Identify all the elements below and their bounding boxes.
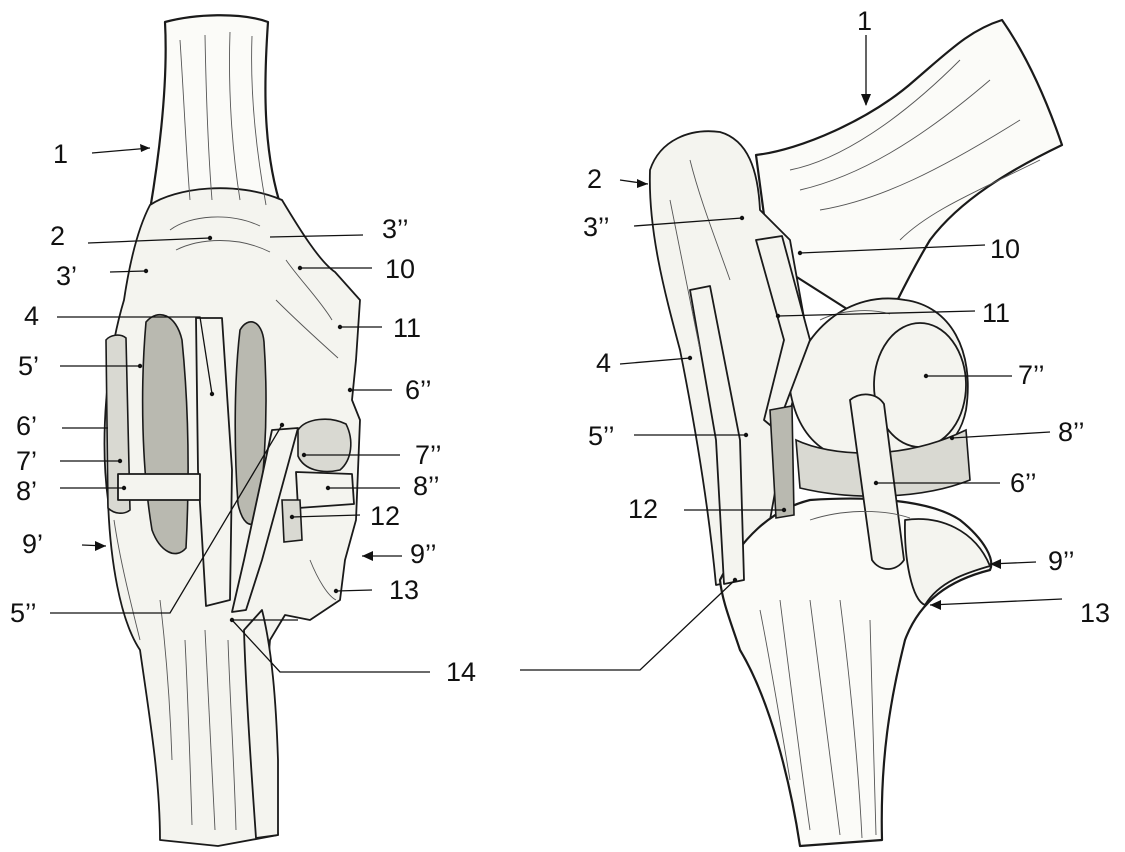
label-12: 12 bbox=[370, 501, 400, 531]
label-8-prime: 8’ bbox=[16, 476, 37, 506]
label-11: 11 bbox=[982, 298, 1010, 328]
label-7-double-prime: 7’’ bbox=[415, 440, 442, 470]
label-9-double-prime: 9’’ bbox=[410, 539, 437, 569]
label-8-double-prime: 8’’ bbox=[1058, 417, 1085, 447]
label-2: 2 bbox=[50, 221, 65, 251]
right-knee-view bbox=[650, 20, 1062, 846]
label-8-double-prime: 8’’ bbox=[413, 471, 440, 501]
left-medial-meniscus bbox=[118, 474, 200, 500]
label-5-double-prime: 5’’ bbox=[588, 421, 615, 451]
right-femur-shaft bbox=[756, 20, 1062, 330]
label-5-prime: 5’ bbox=[18, 351, 39, 381]
left-knee-view bbox=[105, 15, 360, 846]
shared-labels: 14 bbox=[446, 657, 476, 687]
label-5-double-prime: 5’’ bbox=[10, 598, 37, 628]
label-6-double-prime: 6’’ bbox=[1010, 468, 1037, 498]
label-9-prime: 9’ bbox=[22, 529, 43, 559]
label-11: 11 bbox=[393, 313, 421, 343]
label-6-double-prime: 6’’ bbox=[405, 375, 432, 405]
label-14: 14 bbox=[446, 657, 476, 687]
left-lateral-meniscus bbox=[296, 472, 354, 508]
label-13: 13 bbox=[389, 575, 419, 605]
left-joint-body bbox=[105, 188, 360, 846]
label-10: 10 bbox=[990, 234, 1020, 264]
label-3-double-prime: 3’’ bbox=[583, 212, 610, 242]
label-7-prime: 7’ bbox=[16, 446, 37, 476]
label-13: 13 bbox=[1080, 598, 1110, 628]
left-ligament-12 bbox=[282, 500, 302, 542]
label-10: 10 bbox=[385, 254, 415, 284]
label-1: 1 bbox=[857, 6, 872, 36]
label-3-prime: 3’ bbox=[56, 261, 77, 291]
label-1: 1 bbox=[53, 139, 68, 169]
right-tibial-tuberosity bbox=[905, 519, 990, 605]
label-4: 4 bbox=[596, 348, 611, 378]
label-3-double-prime: 3’’ bbox=[382, 214, 409, 244]
left-lateral-condyle bbox=[298, 419, 351, 471]
label-7-double-prime: 7’’ bbox=[1018, 360, 1045, 390]
label-6-prime: 6’ bbox=[16, 411, 37, 441]
label-12: 12 bbox=[628, 494, 658, 524]
label-9-double-prime: 9’’ bbox=[1048, 546, 1075, 576]
label-2: 2 bbox=[587, 164, 602, 194]
left-medial-opening bbox=[143, 315, 188, 554]
label-4: 4 bbox=[24, 301, 39, 331]
